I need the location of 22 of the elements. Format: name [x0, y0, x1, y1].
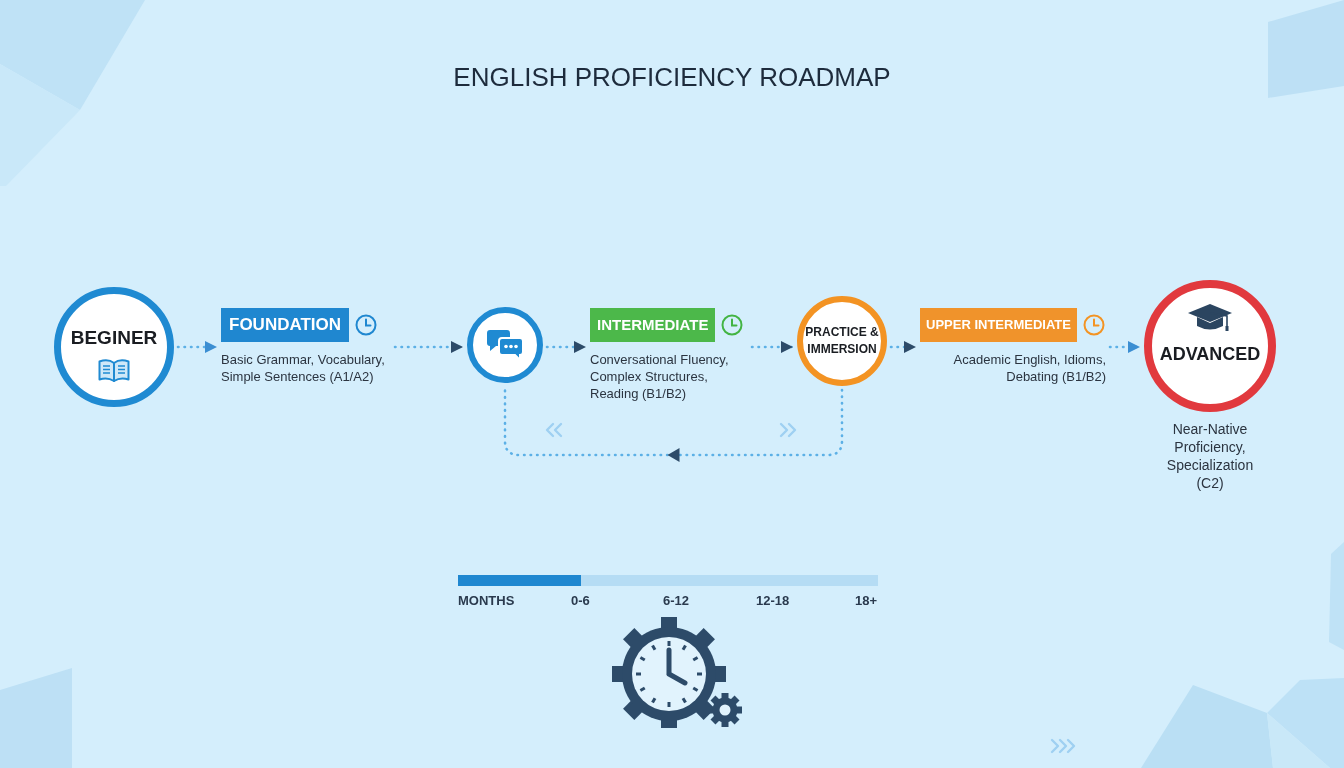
level-caption: Near-Native Proficiency, Specialization (C2) — [1165, 420, 1255, 492]
timeline-label: 0-6 — [571, 592, 590, 610]
level-banner: INTERMEDIATE — [590, 308, 716, 342]
level-description: Basic Grammar, Vocabulary, Simple Sentences (A1/A2) — [221, 351, 386, 385]
level-title: ADVANCED — [1159, 342, 1261, 366]
arrow — [889, 341, 918, 353]
level-banner: UPPER INTERMEDIATE — [920, 308, 1077, 342]
diagram-title: ENGLISH PROFICIENCY ROADMAP — [453, 61, 891, 94]
timeline-label: 6-12 — [663, 592, 690, 610]
arrow — [545, 341, 588, 353]
level-title: PRACTICE & IMMERSION — [804, 324, 880, 358]
level-banner: FOUNDATION — [221, 308, 350, 342]
level-title: BEGINER — [70, 325, 158, 350]
arrow — [1108, 341, 1142, 353]
level-description: Academic English, Idioms, Debating (B1/B2) — [952, 351, 1106, 385]
timeline-label: 12-18 — [756, 592, 790, 610]
timeline-label: MONTHS — [458, 592, 515, 610]
arrow — [750, 341, 795, 353]
level-description: Conversational Fluency, Complex Structures, Reading (B1/B2) — [590, 351, 730, 402]
arrow — [393, 341, 465, 353]
arrow — [176, 341, 219, 353]
timeline-label: 18+ — [855, 592, 878, 610]
